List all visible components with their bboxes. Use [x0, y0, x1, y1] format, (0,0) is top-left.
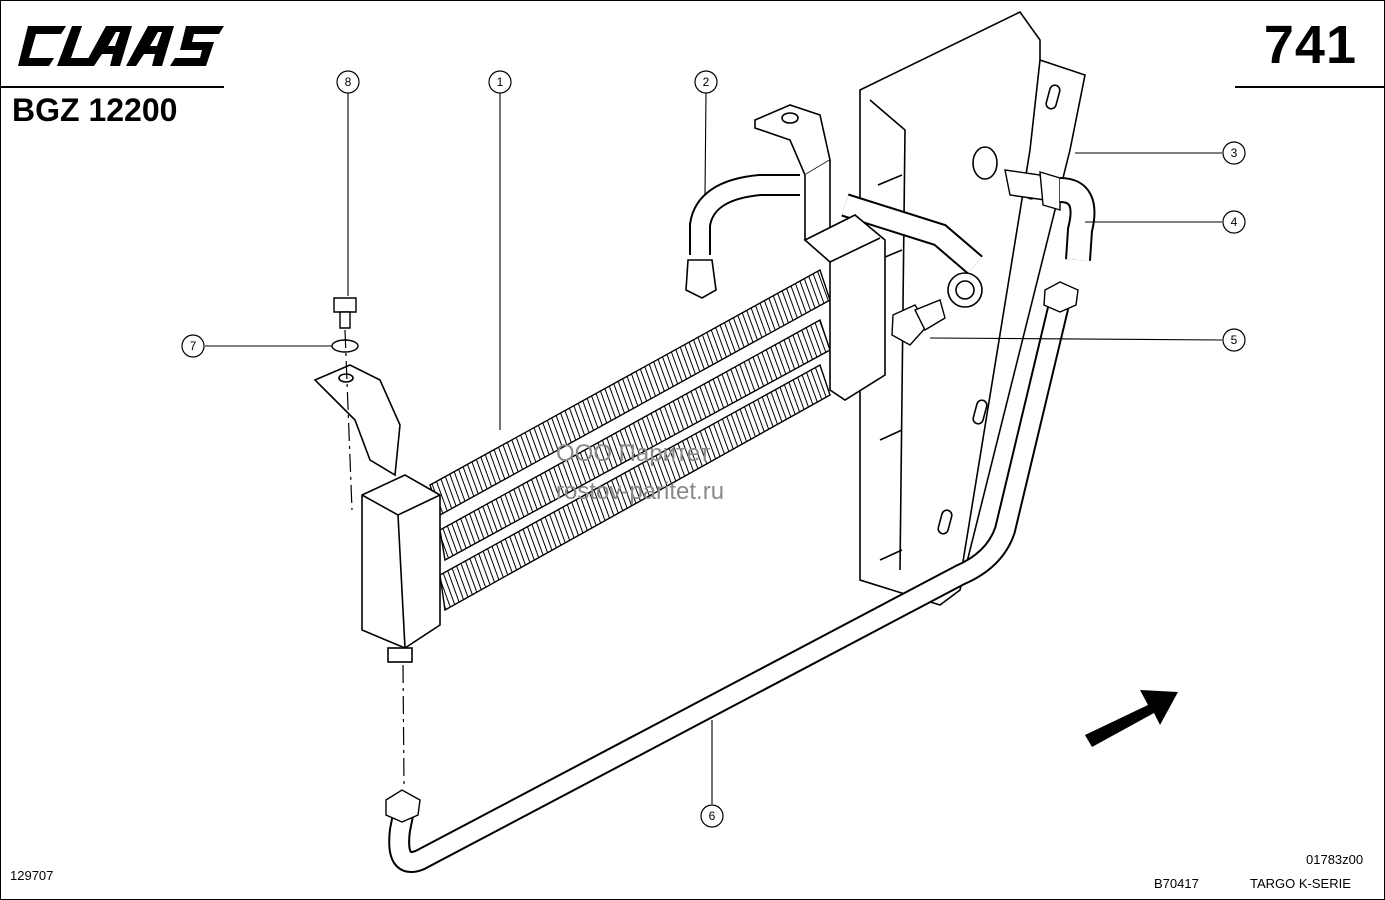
claas-logo-icon — [18, 26, 224, 66]
footer-drawing-id: 01783z00 — [1306, 852, 1364, 867]
fitting-5 — [891, 299, 946, 346]
footer-date-code: B70417 — [1154, 876, 1199, 891]
callout-7: 7 — [190, 339, 197, 353]
footer-model: TARGO K-SERIE — [1250, 876, 1351, 891]
header-rule-left — [0, 86, 224, 88]
callout-2: 2 — [703, 75, 710, 89]
callout-circles — [181, 70, 1246, 828]
callout-1: 1 — [497, 75, 504, 89]
callout-4: 4 — [1231, 215, 1238, 229]
header-rule-right — [1235, 86, 1385, 88]
callout-5: 5 — [1231, 333, 1238, 347]
group-code: BGZ 12200 — [12, 92, 178, 128]
cooler-core — [429, 268, 831, 612]
elbow-4 — [1058, 177, 1096, 261]
bolt-8 — [333, 297, 357, 329]
upper-bracket — [754, 104, 831, 241]
pipe-6 — [385, 281, 1079, 873]
upper-hose — [841, 193, 983, 308]
axis-line — [402, 664, 405, 786]
arrow-up-right-icon — [1085, 690, 1178, 747]
watermark-url: rostov-paritet.ru — [556, 478, 725, 505]
leader-lines — [205, 92, 1223, 804]
watermark-company: ООО Паритет — [556, 440, 711, 467]
left-end-block — [313, 364, 441, 663]
callout-3: 3 — [1231, 146, 1238, 160]
footer-left-code: 129707 — [10, 868, 54, 883]
page-number: 741 — [1263, 15, 1357, 75]
right-end-block — [803, 214, 886, 401]
callout-8: 8 — [345, 75, 352, 89]
callout-6: 6 — [709, 809, 716, 823]
fitting-3 — [1004, 169, 1061, 211]
axis-line-bolt — [344, 329, 353, 511]
hose-2 — [685, 174, 800, 299]
